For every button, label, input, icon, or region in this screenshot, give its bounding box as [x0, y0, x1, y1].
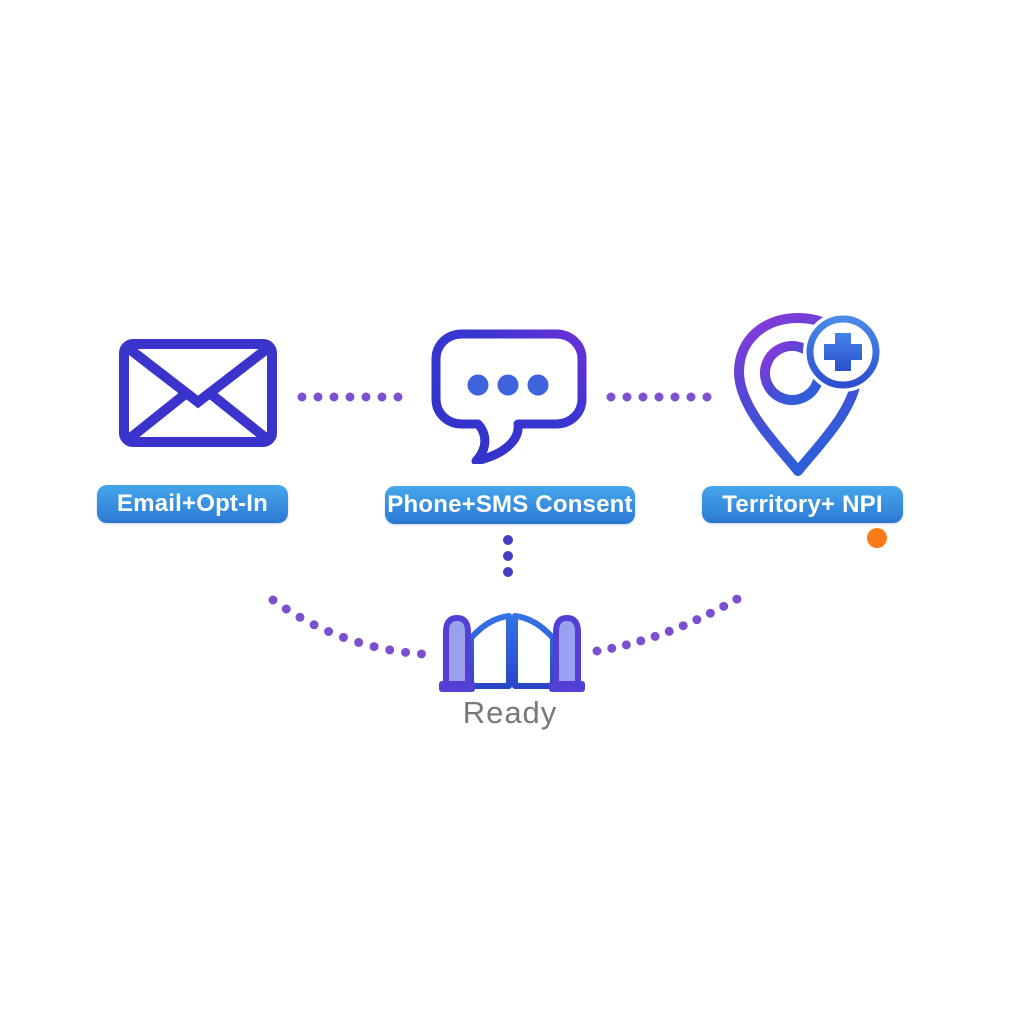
location-pin-medical-icon: [734, 312, 883, 476]
gate-right-pillar: [549, 614, 585, 692]
badge-territory-npi: Territory+ NPI: [702, 486, 903, 523]
chat-bubble-icon: [431, 329, 587, 464]
gate-left-pillar: [439, 614, 475, 692]
gate-left-door: [468, 613, 512, 689]
gate-icon: [439, 613, 585, 692]
orange-alert-dot: [867, 528, 887, 548]
ready-label: Ready: [462, 695, 558, 730]
badge-phone-sms-consent: Phone+SMS Consent: [385, 486, 635, 524]
medical-cross: [824, 333, 862, 371]
pin-inner-ring: [760, 341, 824, 405]
connector-email-gate: [268, 595, 427, 659]
gate-right-door: [512, 613, 556, 689]
badge-email-opt-in: Email+Opt-In: [97, 485, 288, 523]
pin-body: [734, 313, 862, 476]
connector-territory-gate: [592, 594, 742, 656]
envelope-icon: [119, 339, 277, 447]
